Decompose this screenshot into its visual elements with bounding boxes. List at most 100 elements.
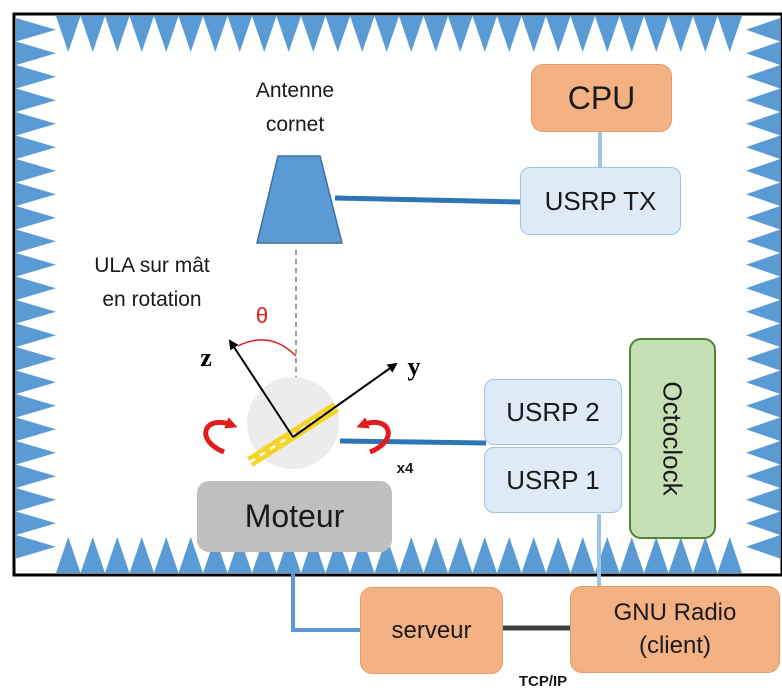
absorber-cone xyxy=(746,394,780,418)
absorber-cone xyxy=(619,16,644,52)
absorber-cone xyxy=(644,16,669,52)
usrp2-box: USRP 2 xyxy=(484,379,622,445)
motor-server-link xyxy=(291,572,362,632)
absorber-cone xyxy=(80,16,105,52)
theta-label: θ xyxy=(256,303,268,328)
absorber-cone xyxy=(350,16,375,52)
absorber-cone xyxy=(423,16,448,52)
absorber-cone xyxy=(301,16,326,52)
absorber-cones xyxy=(16,16,780,573)
absorber-cone xyxy=(399,537,424,573)
absorber-cone xyxy=(668,16,693,52)
absorber-cone xyxy=(448,537,473,573)
theta-arc xyxy=(237,339,297,357)
absorber-cone xyxy=(746,135,780,159)
absorber-cone xyxy=(16,511,56,535)
absorber-cone xyxy=(746,535,780,559)
antenna-label-2: cornet xyxy=(266,113,325,136)
absorber-cone xyxy=(497,16,522,52)
absorber-cone xyxy=(746,464,780,488)
absorber-cone xyxy=(497,537,522,573)
absorber-cone xyxy=(746,323,780,347)
absorber-cone xyxy=(16,488,56,512)
absorber-cone xyxy=(570,16,595,52)
absorber-cone xyxy=(423,537,448,573)
absorber-cone xyxy=(16,88,56,112)
absorber-cone xyxy=(693,16,718,52)
gnu-radio-label: GNU Radio xyxy=(613,599,737,627)
absorber-cone xyxy=(16,182,56,206)
z-axis-arrow xyxy=(228,339,294,438)
absorber-cone xyxy=(746,41,780,65)
y-axis-arrow xyxy=(292,362,398,438)
absorber-cone xyxy=(595,16,620,52)
absorber-cone xyxy=(746,18,780,42)
absorber-cone xyxy=(325,537,350,573)
absorber-cone xyxy=(129,16,154,52)
absorber-cone xyxy=(374,16,399,52)
absorber-cone xyxy=(16,464,56,488)
octoclock-box: Octoclock xyxy=(629,338,716,539)
ula-label-1: ULA sur mât xyxy=(94,254,210,277)
absorber-cone xyxy=(227,537,252,573)
cpu-box: CPU xyxy=(531,64,672,132)
absorber-cone xyxy=(472,16,497,52)
absorber-cone xyxy=(16,229,56,253)
gnu-radio-box: GNU Radio (client) xyxy=(570,586,780,673)
absorber-cone xyxy=(276,537,301,573)
absorber-cone xyxy=(399,16,424,52)
absorber-cone xyxy=(546,16,571,52)
antenna-label-1: Antenne xyxy=(256,79,334,102)
usrp-tx-box: USRP TX xyxy=(520,167,681,235)
absorber-cone xyxy=(16,417,56,441)
absorber-cone xyxy=(16,323,56,347)
absorber-cone xyxy=(374,537,399,573)
absorber-cone xyxy=(746,347,780,371)
absorber-cone xyxy=(301,537,326,573)
motor-box: Moteur xyxy=(197,481,392,552)
absorber-cone xyxy=(105,16,130,52)
absorber-cone xyxy=(178,16,203,52)
absorber-cone xyxy=(16,441,56,465)
absorber-cone xyxy=(746,229,780,253)
absorber-cone xyxy=(521,16,546,52)
absorber-cone xyxy=(16,159,56,183)
rotation-arrow-right-icon xyxy=(356,417,391,455)
absorber-cone xyxy=(570,537,595,573)
absorber-cone xyxy=(746,88,780,112)
y-axis-label: y xyxy=(408,352,421,381)
absorber-cone xyxy=(80,537,105,573)
absorber-cone xyxy=(746,370,780,394)
absorber-cone xyxy=(693,537,718,573)
absorber-cone xyxy=(16,370,56,394)
absorber-cone xyxy=(746,417,780,441)
absorber-cone xyxy=(746,65,780,89)
absorber-cone xyxy=(16,253,56,277)
absorber-cone xyxy=(227,16,252,52)
absorber-cone xyxy=(56,537,81,573)
usrp1-box: USRP 1 xyxy=(484,447,622,513)
absorber-cone xyxy=(16,276,56,300)
absorber-cone xyxy=(746,300,780,324)
absorber-cone xyxy=(325,16,350,52)
absorber-cone xyxy=(746,253,780,277)
horn-antenna-icon xyxy=(256,155,343,244)
absorber-cone xyxy=(746,182,780,206)
absorber-cone xyxy=(746,206,780,230)
server-box: serveur xyxy=(360,587,503,674)
rotation-arrow-left-icon xyxy=(203,417,238,455)
ula-label-2: en rotation xyxy=(102,288,201,311)
absorber-cone xyxy=(129,537,154,573)
absorber-cone xyxy=(154,16,179,52)
absorber-cone xyxy=(746,488,780,512)
absorber-cone xyxy=(746,511,780,535)
absorber-cone xyxy=(717,16,742,52)
absorber-cone xyxy=(276,16,301,52)
absorber-cone xyxy=(16,41,56,65)
absorber-cone xyxy=(16,347,56,371)
absorber-cone xyxy=(16,135,56,159)
octoclock-label: Octoclock xyxy=(658,381,688,496)
absorber-cone xyxy=(595,537,620,573)
absorber-cone xyxy=(16,65,56,89)
absorber-cone xyxy=(252,16,277,52)
